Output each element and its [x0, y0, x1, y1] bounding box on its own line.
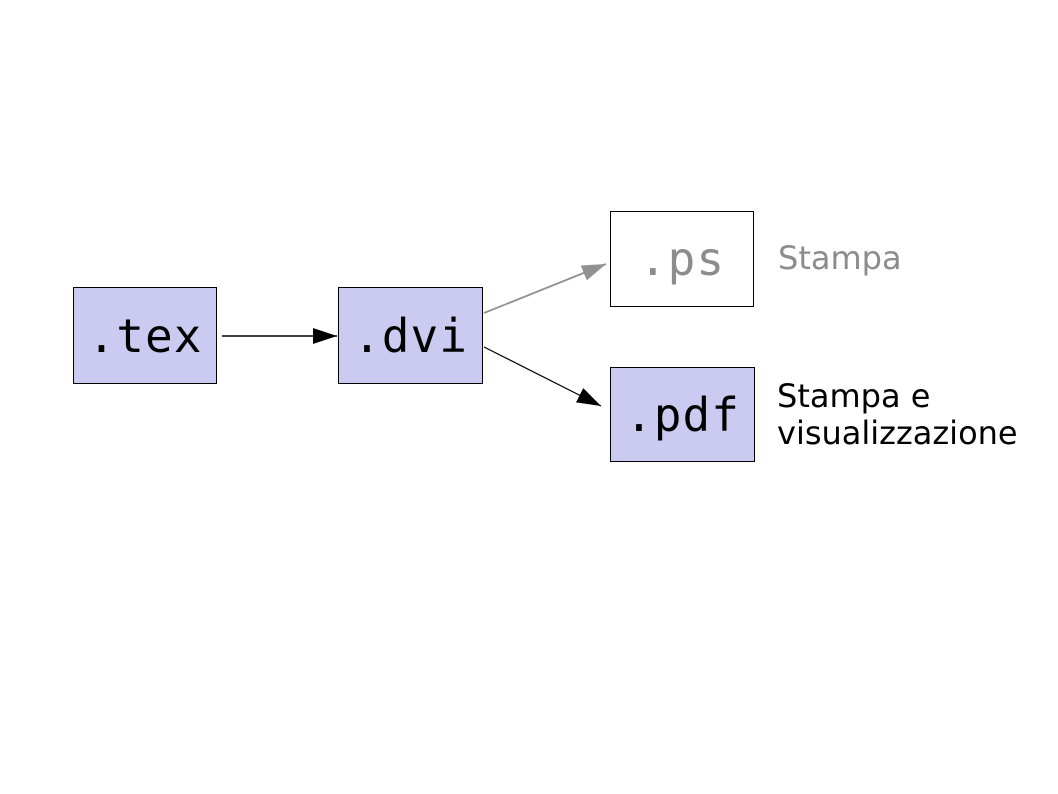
- node-tex-label: .tex: [87, 308, 203, 363]
- edge-dvi-to-pdf: [483, 346, 602, 407]
- node-dvi: .dvi: [338, 287, 483, 384]
- node-pdf: .pdf: [610, 367, 755, 462]
- node-ps: .ps: [610, 211, 754, 307]
- pdf-annotation: Stampa e visualizzazione: [777, 377, 1018, 452]
- node-dvi-label: .dvi: [353, 308, 468, 363]
- node-pdf-label: .pdf: [625, 387, 740, 442]
- node-tex: .tex: [73, 287, 217, 384]
- ps-annotation: Stampa: [778, 239, 902, 277]
- node-ps-label: .ps: [638, 232, 726, 286]
- edge-dvi-to-ps: [483, 263, 607, 314]
